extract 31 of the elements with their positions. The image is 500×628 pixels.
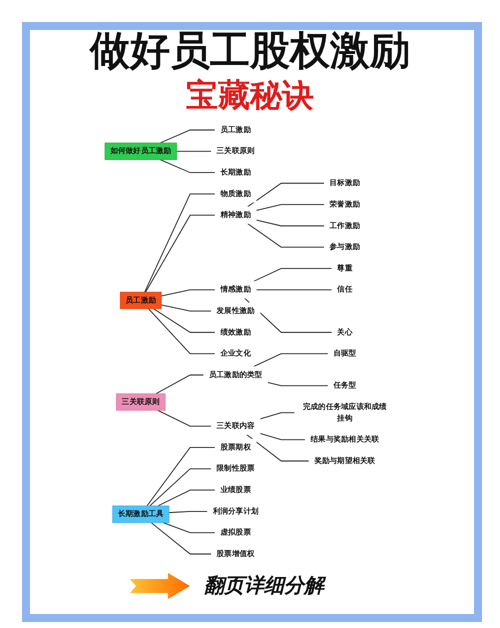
connector [256, 289, 332, 290]
connector [267, 382, 328, 386]
connector [260, 412, 296, 420]
connector [156, 374, 204, 394]
subtitle: 宝藏秘诀 [185, 76, 315, 114]
connector [256, 204, 325, 211]
connector [260, 432, 306, 440]
connector [158, 410, 212, 427]
connector [145, 214, 216, 292]
connector [176, 150, 212, 152]
connector [247, 182, 325, 208]
connector [148, 308, 216, 354]
connector [246, 434, 310, 462]
connector [149, 468, 212, 506]
connector [144, 193, 216, 292]
page-turn-note: 翻页详细分解 [204, 572, 324, 599]
connector [247, 223, 325, 248]
connector [256, 220, 325, 226]
connector [168, 510, 208, 514]
connector [160, 159, 216, 174]
connector [150, 522, 212, 554]
connector [160, 130, 216, 144]
connector [153, 308, 216, 333]
connector [162, 522, 216, 534]
connector [253, 268, 332, 282]
connector [253, 353, 328, 368]
title: 做好员工股权激励 [88, 28, 411, 74]
connector [158, 490, 216, 506]
connector [160, 289, 216, 296]
connector [160, 304, 212, 312]
connector [146, 447, 216, 506]
